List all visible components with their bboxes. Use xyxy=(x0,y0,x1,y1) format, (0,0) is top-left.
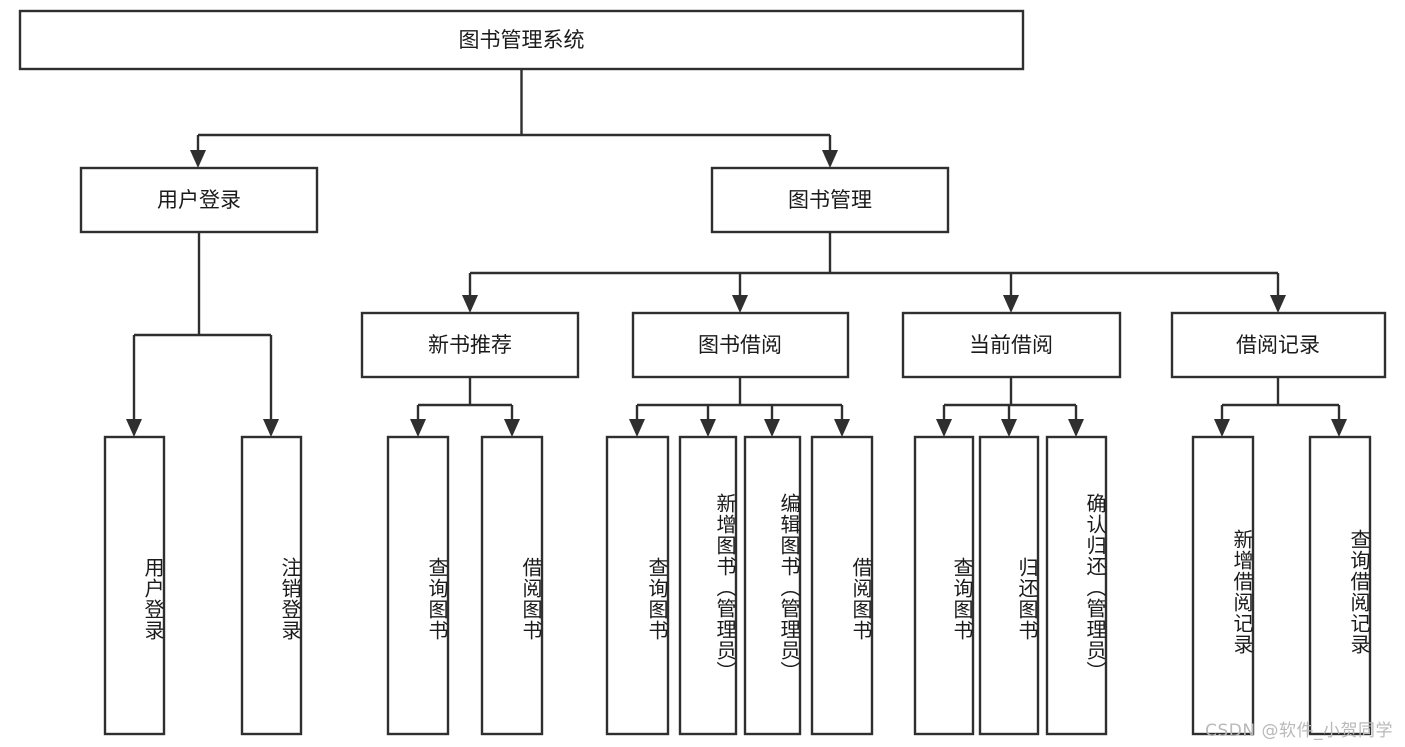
arrow-head-icon xyxy=(1331,419,1347,437)
arrow-head-icon xyxy=(1214,419,1230,437)
arrow-head-icon xyxy=(263,419,279,437)
arrow-head-icon xyxy=(1001,419,1017,437)
node-leaf-box[interactable] xyxy=(913,435,975,736)
node-new-book-recommend-box[interactable] xyxy=(360,311,580,379)
node-user-login-label: 用户登录 xyxy=(157,188,241,212)
node-leaf-box[interactable] xyxy=(386,435,450,736)
node-book-borrow-label: 图书借阅 xyxy=(698,333,782,357)
arrow-head-icon xyxy=(764,419,780,437)
node-book-management-label: 图书管理 xyxy=(788,188,872,212)
arrow-head-icon xyxy=(1003,295,1019,313)
node-leaf-box[interactable] xyxy=(1191,435,1255,736)
node-leaf-box[interactable] xyxy=(743,435,802,736)
node-leaf-box[interactable] xyxy=(480,435,544,736)
node-leaf-box[interactable] xyxy=(810,435,874,736)
node-borrow-record-box[interactable] xyxy=(1170,311,1387,379)
arrow-head-icon xyxy=(410,419,426,437)
node-current-borrow-label: 当前借阅 xyxy=(969,333,1053,357)
node-current-borrow-box[interactable] xyxy=(901,311,1122,379)
arrow-head-icon xyxy=(629,419,645,437)
arrow-head-icon xyxy=(190,150,206,168)
node-root-box[interactable] xyxy=(18,9,1025,71)
arrow-head-icon xyxy=(462,295,478,313)
arrow-head-icon xyxy=(936,419,952,437)
connector-group-current-to-leaves xyxy=(936,377,1084,437)
arrow-head-icon xyxy=(504,419,520,437)
connector-group-bookborrow-to-leaves xyxy=(629,377,850,437)
connector-group-root-to-level2 xyxy=(190,69,838,168)
node-borrow-record-label: 借阅记录 xyxy=(1236,333,1320,357)
node-user-login-box[interactable] xyxy=(79,166,319,234)
arrow-head-icon xyxy=(732,295,748,313)
node-leaf-box[interactable] xyxy=(1308,435,1372,736)
node-leaf-box[interactable] xyxy=(240,435,303,736)
node-leaf-box[interactable] xyxy=(1045,435,1108,736)
connector-group-bookmgmt-to-level3 xyxy=(462,232,1286,313)
arrow-head-icon xyxy=(1270,295,1286,313)
connector-group-newbook-to-leaves xyxy=(410,377,520,437)
watermark-text: CSDN @软件_小贺同学 xyxy=(1205,721,1393,741)
node-leaf-box[interactable] xyxy=(103,435,166,736)
arrow-head-icon xyxy=(700,419,716,437)
node-leaf-box[interactable] xyxy=(978,435,1040,736)
arrow-head-icon xyxy=(126,419,142,437)
node-leaf-box[interactable] xyxy=(678,435,738,736)
connector-group-record-to-leaves xyxy=(1214,377,1347,437)
arrow-head-icon xyxy=(834,419,850,437)
node-book-management-box[interactable] xyxy=(710,166,950,234)
arrow-head-icon xyxy=(822,150,838,168)
connector-group-userlogin-to-leaves xyxy=(126,232,279,437)
node-leaf-box[interactable] xyxy=(605,435,670,736)
node-book-borrow-box[interactable] xyxy=(631,311,850,379)
node-root-label: 图书管理系统 xyxy=(459,28,585,52)
node-new-book-recommend-label: 新书推荐 xyxy=(428,333,512,357)
arrow-head-icon xyxy=(1068,419,1084,437)
